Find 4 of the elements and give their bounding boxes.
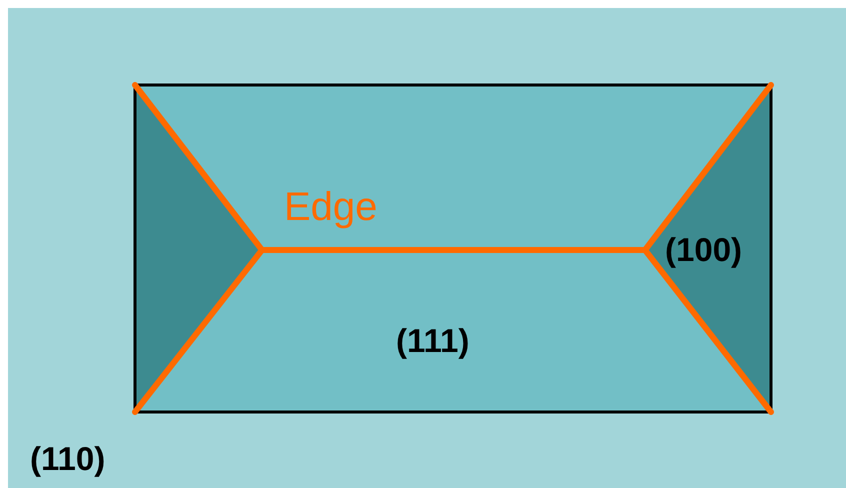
facet-label: (111) [396, 324, 470, 357]
edge-caption: Edge [284, 187, 378, 227]
facet-label: (110) [30, 442, 106, 475]
facet-label: (100) [665, 233, 742, 266]
